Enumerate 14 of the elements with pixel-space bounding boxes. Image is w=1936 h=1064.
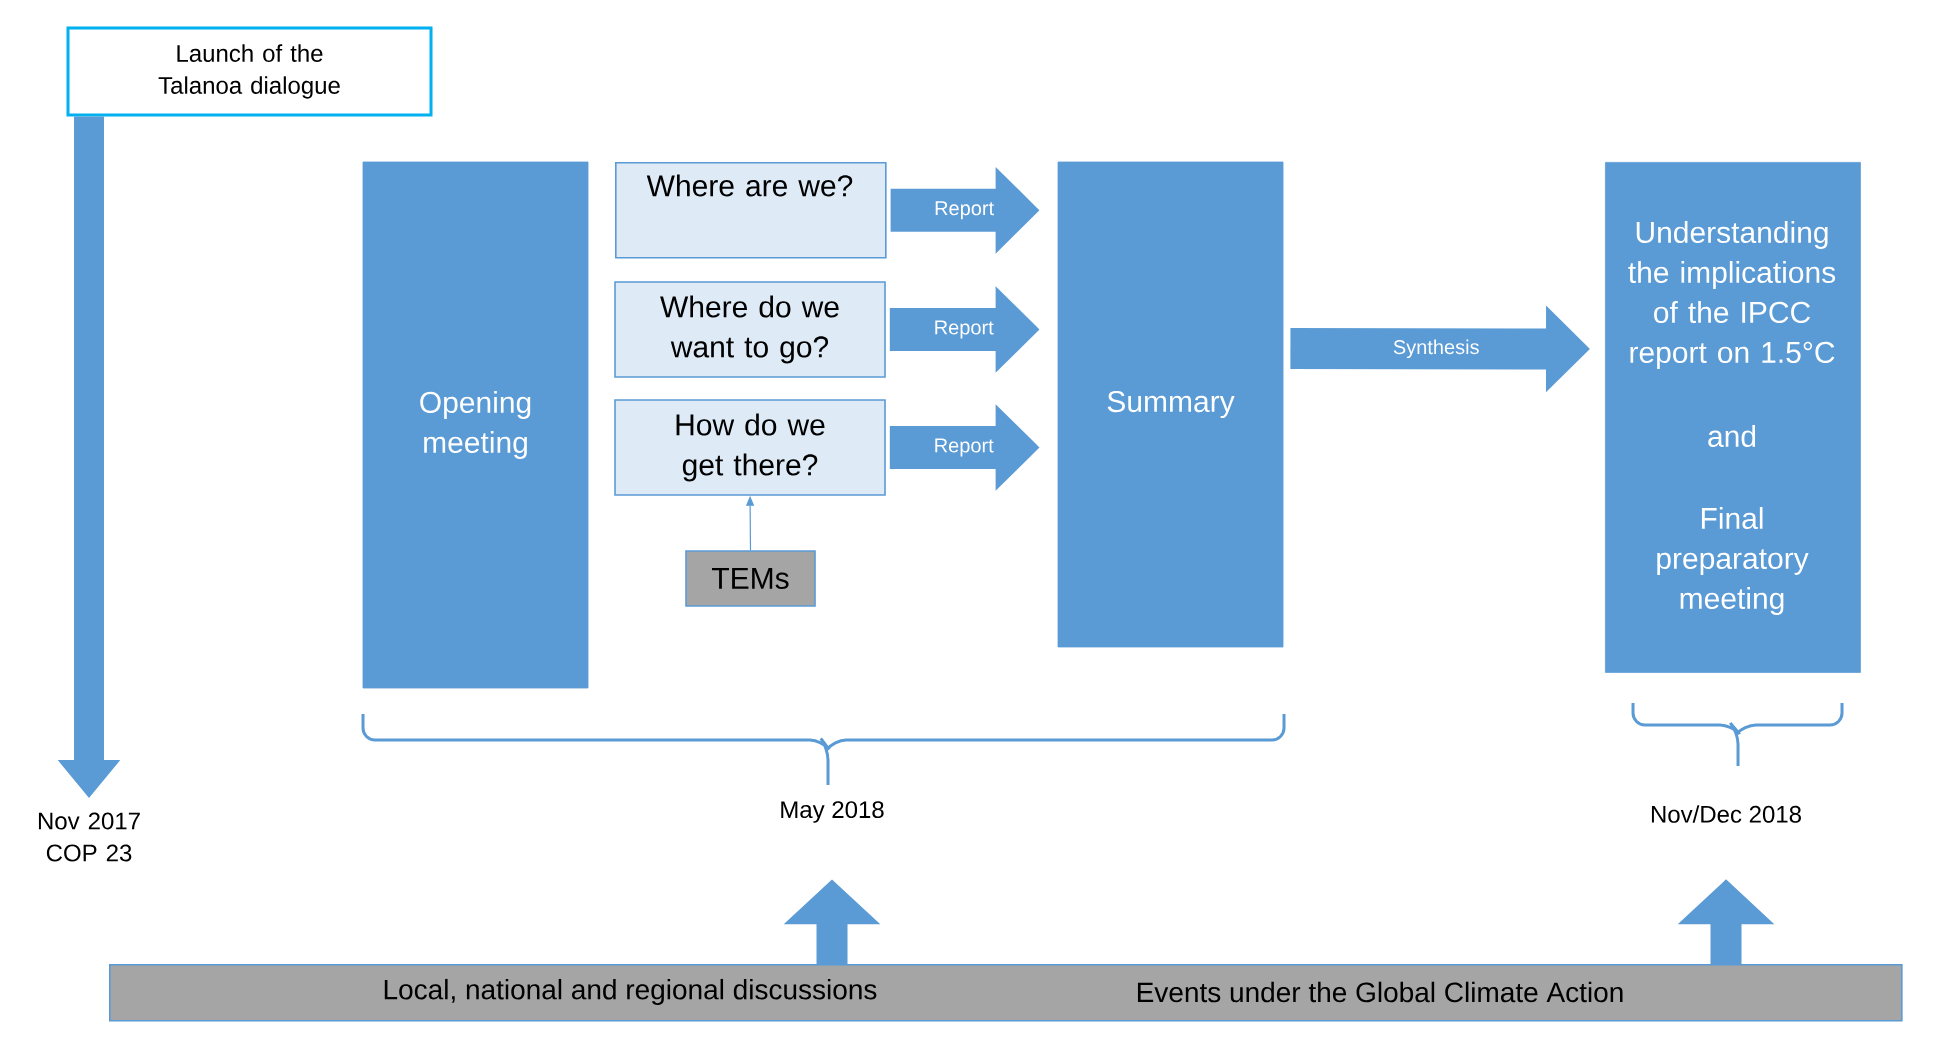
banner-bar: Local, national and regional discussions Events under the Global Climate Action [109, 964, 1903, 1022]
stage-box: Opening meeting [362, 161, 589, 689]
date-label: May 2018 [781, 801, 884, 823]
title-box: Launch of the Talanoa dialogue [66, 26, 433, 117]
date-label: Nov 2017 COP 23 [38, 812, 140, 862]
question-box: Where are we? [615, 162, 887, 259]
question-box: Where do we want to go? [614, 281, 886, 378]
question-box: How do we get there? [614, 399, 886, 496]
input-box: TEMs [685, 550, 816, 607]
edge-label: Report [932, 199, 997, 222]
stage-box: Summary [1057, 161, 1284, 648]
stage-box: Understanding the implications of the IPCC report on 1.5°C and Final preparatory meeting [1605, 162, 1861, 673]
edge-label: Synthesis [1390, 337, 1482, 361]
date-label: Nov/Dec 2018 [1651, 805, 1801, 823]
